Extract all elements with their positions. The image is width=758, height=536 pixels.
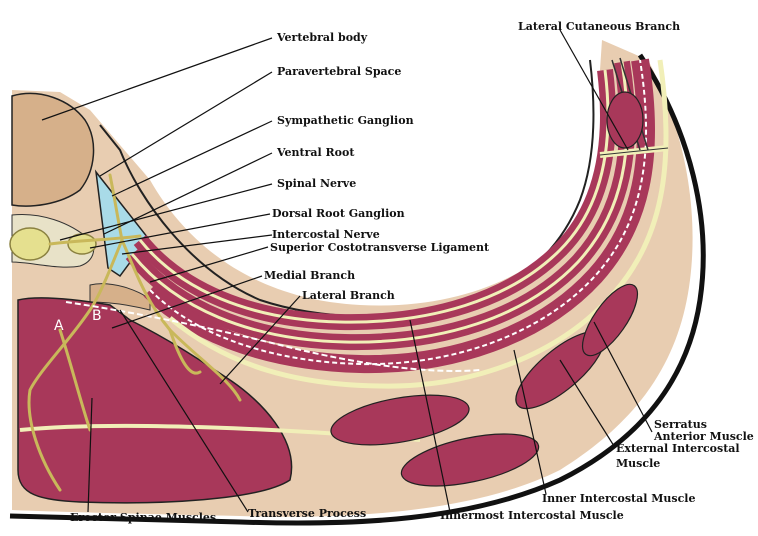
label-inner-intercostal-muscle: Inner Intercostal Muscle [542,492,695,505]
label-medial-branch: Medial Branch [264,269,355,282]
label-intercostal-nerve: Intercostal Nerve [272,228,380,241]
label-ventral-root: Ventral Root [276,146,355,159]
spinal-cord [10,228,50,260]
label-sympathetic-ganglion: Sympathetic Ganglion [277,114,414,127]
label-lateral-cutaneous-branch: Lateral Cutaneous Branch [518,20,680,33]
label-transverse-process: Transverse Process [248,507,366,520]
label-paravertebral-space: Paravertebral Space [277,65,401,78]
label-external-intercostal-line2: Muscle [616,457,660,470]
label-external-intercostal-line1: External Intercostal [616,442,740,455]
label-vertebral-body: Vertebral body [276,31,368,44]
marker-b: B [92,308,102,324]
label-erector-spinae-muscles: Erector Spinae Muscles [70,511,216,524]
label-dorsal-root-ganglion: Dorsal Root Ganglion [272,207,405,220]
label-superior-costotransverse-ligament: Superior Costotransverse Ligament [270,241,490,254]
marker-a: A [54,318,64,334]
label-innermost-intercostal-muscle: Innermost Intercostal Muscle [440,509,624,522]
label-lateral-branch: Lateral Branch [302,289,395,302]
label-spinal-nerve: Spinal Nerve [277,177,356,190]
